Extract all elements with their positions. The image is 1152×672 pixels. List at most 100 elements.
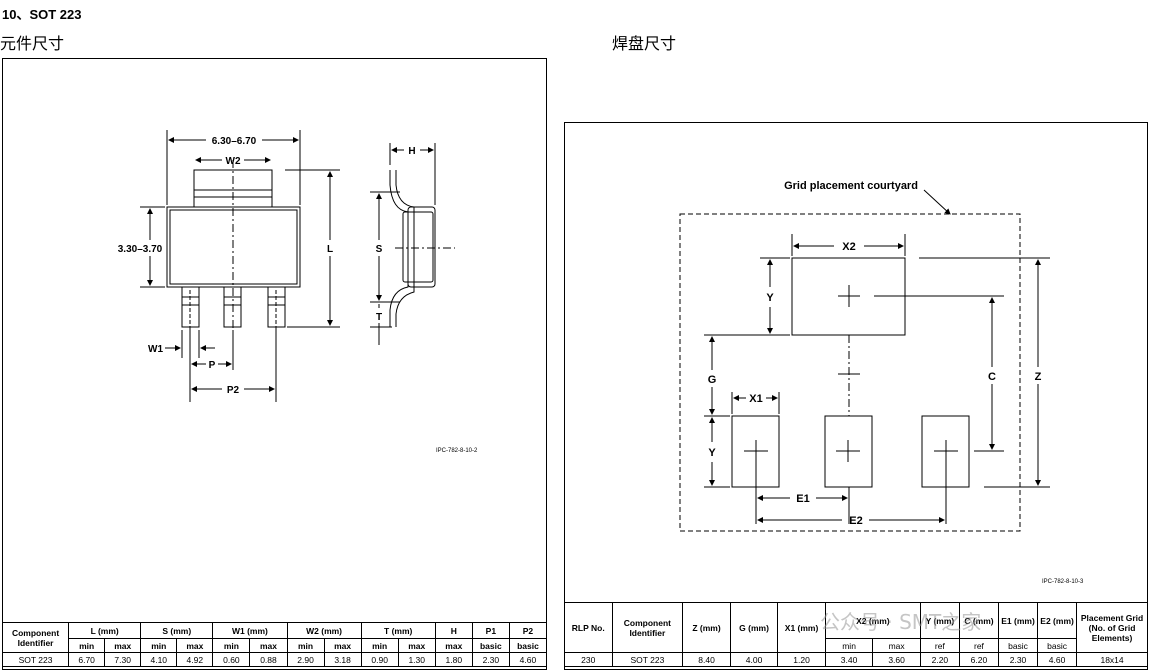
table-cell: 2.30 xyxy=(471,652,510,667)
table-row: SOT 223 6.70 7.30 4.10 4.92 0.60 0.88 2.… xyxy=(1,652,548,667)
col-p1: P1 xyxy=(471,622,510,639)
component-dimension-table: Component Identifier L (mm) S (mm) W1 (m… xyxy=(1,622,548,667)
courtyard-label: Grid placement courtyard xyxy=(784,180,918,192)
dim-x2-label: X2 xyxy=(842,241,855,253)
dim-p-label: P xyxy=(209,360,216,371)
col-h: H xyxy=(434,622,473,639)
sub-header: min xyxy=(360,638,399,653)
sub-header: basic xyxy=(508,638,548,653)
dim-s-label: S xyxy=(376,244,383,255)
land-pattern-table: RLP No. Component Identifier Z (mm) G (m… xyxy=(564,602,1148,667)
sub-header: basic xyxy=(471,638,510,653)
col-t: T (mm) xyxy=(360,622,436,639)
dim-body-width: 3.30–3.70 xyxy=(118,244,163,255)
sub-header: max xyxy=(872,638,921,653)
table-cell: 1.30 xyxy=(397,652,436,667)
table-cell: 6.70 xyxy=(68,652,106,667)
sub-header: min xyxy=(68,638,106,653)
table-cell: 1.20 xyxy=(777,652,826,667)
sub-header: max xyxy=(104,638,142,653)
col-w1: W1 (mm) xyxy=(212,622,288,639)
col-component: Component Identifier xyxy=(1,622,70,653)
sub-header: basic xyxy=(997,638,1039,653)
dim-h-label: H xyxy=(408,146,415,157)
dim-z-label: Z xyxy=(1035,371,1042,383)
sub-header: min xyxy=(286,638,325,653)
component-dimension-panel xyxy=(2,58,547,670)
dim-w2-label: W2 xyxy=(226,156,241,167)
table-cell: 3.60 xyxy=(872,652,921,667)
dim-g-label: G xyxy=(708,374,717,386)
component-dimensions-title: 元件尺寸 xyxy=(0,34,65,53)
land-pattern-title: 焊盘尺寸 xyxy=(612,34,677,53)
table-cell: 4.60 xyxy=(1037,652,1078,667)
dim-e1-label: E1 xyxy=(796,493,809,505)
land-pattern-panel xyxy=(564,122,1148,670)
dim-x1-label: X1 xyxy=(749,393,762,405)
table-cell: 4.10 xyxy=(140,652,178,667)
tab-lead xyxy=(193,169,273,208)
table-cell: 3.40 xyxy=(824,652,874,667)
table-cell: 4.00 xyxy=(729,652,779,667)
col-e2: E2 (mm) xyxy=(1037,602,1078,639)
col-x2: X2 (mm) xyxy=(824,602,921,639)
col-component: Component Identifier xyxy=(611,602,684,653)
dim-e2-label: E2 xyxy=(849,515,862,527)
sub-header: max xyxy=(176,638,214,653)
dim-p2-label: P2 xyxy=(227,385,240,396)
table-cell: 4.60 xyxy=(508,652,548,667)
table-cell: 2.90 xyxy=(286,652,325,667)
dim-overall-width: 6.30–6.70 xyxy=(212,136,257,147)
sub-header: max xyxy=(249,638,288,653)
table-cell: 2.20 xyxy=(919,652,960,667)
table-cell: 1.80 xyxy=(434,652,473,667)
table-cell: 0.90 xyxy=(360,652,399,667)
dim-t-label: T xyxy=(376,312,382,323)
col-w2: W2 (mm) xyxy=(286,622,362,639)
dim-l-label: L xyxy=(327,244,333,255)
figure-id-component: IPC-782-8-10-2 xyxy=(436,448,478,454)
col-placement-grid: Placement Grid (No. of Grid Elements) xyxy=(1076,602,1148,653)
dim-y-bottom-label: Y xyxy=(708,447,716,459)
table-row: 230 SOT 223 8.40 4.00 1.20 3.40 3.60 2.2… xyxy=(564,652,1148,667)
sub-header: min xyxy=(140,638,178,653)
sub-header: max xyxy=(397,638,436,653)
table-cell: 18x14 xyxy=(1076,652,1148,667)
component-outline-drawing: 6.30–6.70 W2 3.30–3.70 L W1 P P2 S T H I… xyxy=(118,130,478,454)
section-heading: 10、SOT 223 xyxy=(2,7,82,22)
table-cell: 3.18 xyxy=(323,652,362,667)
col-l: L (mm) xyxy=(68,622,142,639)
table-cell: 8.40 xyxy=(682,652,731,667)
figure-id-land-pattern: IPC-782-8-10-3 xyxy=(1042,579,1084,585)
col-e1: E1 (mm) xyxy=(997,602,1039,639)
sub-header: max xyxy=(434,638,473,653)
table-cell: 7.30 xyxy=(104,652,142,667)
dim-w1-label: W1 xyxy=(148,344,163,355)
col-rlp: RLP No. xyxy=(564,602,613,653)
table-cell: 2.30 xyxy=(997,652,1039,667)
col-p2: P2 xyxy=(508,622,548,639)
sub-header: min xyxy=(824,638,874,653)
col-y: Y (mm) xyxy=(919,602,960,639)
land-pattern-drawing: Grid placement courtyard X2 Y G X1 Y C Z… xyxy=(679,180,1084,585)
table-cell: SOT 223 xyxy=(611,652,684,667)
table-cell: 4.92 xyxy=(176,652,214,667)
dim-c-label: C xyxy=(988,371,996,383)
sub-header: ref xyxy=(919,638,960,653)
col-s: S (mm) xyxy=(140,622,214,639)
table-cell: 6.20 xyxy=(958,652,999,667)
table-cell: SOT 223 xyxy=(1,652,70,667)
watermark: 公众号 · SMT之家 xyxy=(820,610,982,634)
table-cell: 0.60 xyxy=(212,652,251,667)
col-g: G (mm) xyxy=(729,602,779,653)
sub-header: max xyxy=(323,638,362,653)
col-z: Z (mm) xyxy=(682,602,731,653)
table-cell: 230 xyxy=(564,652,613,667)
sub-header: ref xyxy=(958,638,999,653)
dim-y-top-label: Y xyxy=(766,292,774,304)
table-cell: 0.88 xyxy=(249,652,288,667)
courtyard-outline xyxy=(679,213,1021,532)
sub-header: min xyxy=(212,638,251,653)
col-x1: X1 (mm) xyxy=(777,602,826,653)
sub-header: basic xyxy=(1037,638,1078,653)
